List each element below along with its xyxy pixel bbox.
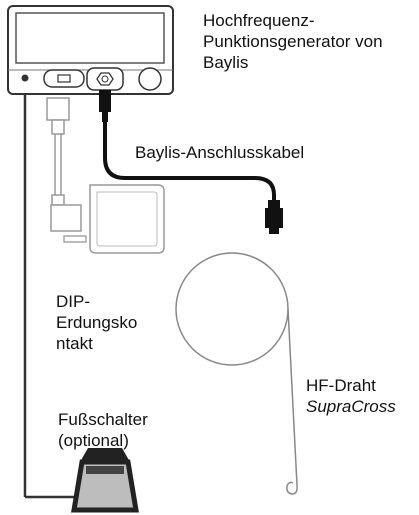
rf-wire-label-brand: SupraCross (306, 397, 396, 416)
power-indicator-icon (21, 74, 29, 82)
dip-ground-pad-label: DIP- Erdungsko ntakt (56, 292, 138, 353)
connector-cable-label: Baylis-Anschlusskabel (135, 143, 305, 162)
footswitch-label: Fußschalter (optional) (58, 410, 148, 450)
rf-wire-label: HF-Draht SupraCross (306, 354, 419, 438)
dip-ground-pad (46, 97, 165, 254)
baylis-connector-cable (99, 90, 283, 234)
generator-display (15, 12, 165, 64)
rf-wire-coil (175, 252, 298, 495)
generator-knob (138, 67, 162, 91)
rf-wire-label-line1: HF-Draht (306, 376, 376, 395)
generator-device (7, 5, 174, 95)
footswitch-icon (71, 448, 139, 513)
generator-label: Hochfrequenz- Punktionsgenerator von Bay… (203, 11, 383, 72)
